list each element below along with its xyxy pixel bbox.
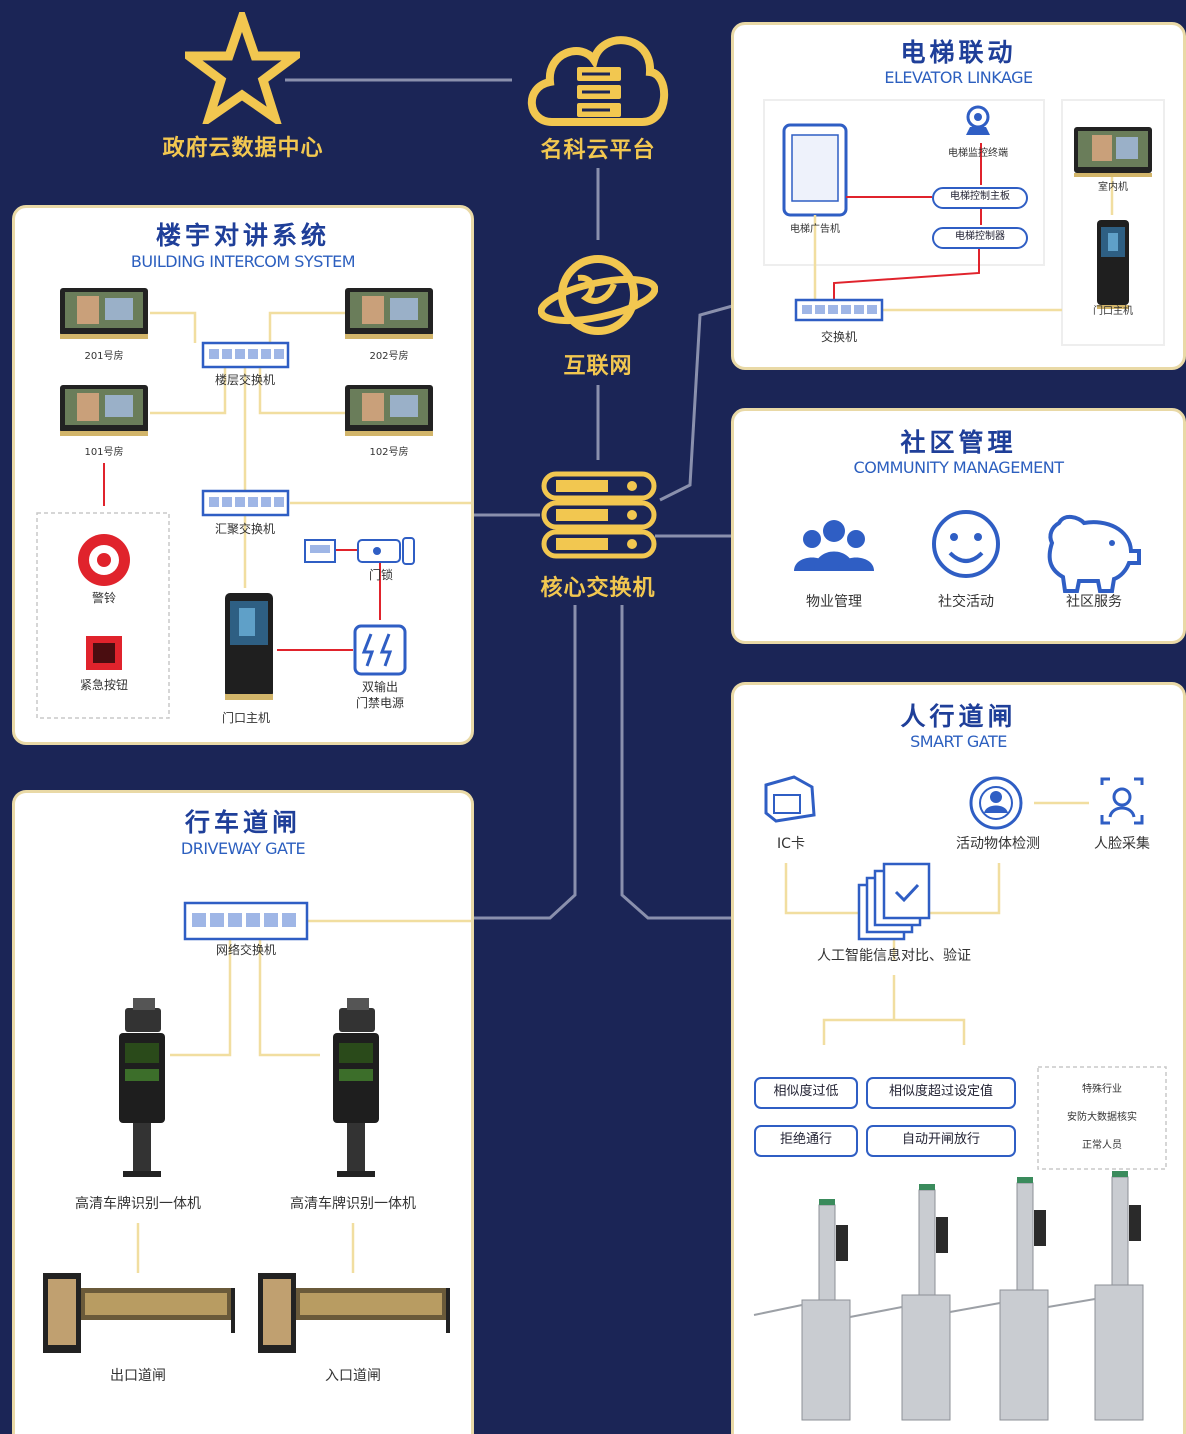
- ai-verify-label: 人工智能信息对比、验证: [817, 948, 971, 964]
- floor-switch-label: 楼层交换机: [214, 373, 276, 387]
- lock-label: 门锁: [368, 568, 394, 582]
- room-202-label: 202号房: [369, 351, 409, 362]
- lpr-right-label: 高清车牌识别一体机: [290, 1196, 416, 1212]
- elevator-controller: 电梯控制器: [932, 227, 1028, 249]
- elevator-panel: 电梯联动 ELEVATOR LINKAGE: [731, 22, 1186, 370]
- ic-card-label: IC卡: [777, 836, 805, 852]
- smart-gate-subtitle: SMART GATE: [910, 732, 1007, 751]
- elevator-camera-label: 电梯监控终端: [948, 148, 1008, 159]
- elevator-title: 电梯联动: [900, 38, 1017, 67]
- community-title: 社区管理: [900, 428, 1017, 457]
- elevator-door-host-label: 门口主机: [1093, 306, 1133, 317]
- community-item-service: 社区服务: [1066, 594, 1122, 610]
- smart-gate-title: 人行道闸: [900, 702, 1017, 731]
- note-normal-personnel: 正常人员: [1082, 1140, 1122, 1151]
- room-102-label: 102号房: [369, 447, 409, 458]
- community-panel: 社区管理 COMMUNITY MANAGEMENT 物业管理 社交活动 社区服务: [731, 408, 1186, 644]
- core-switch-icon: [541, 471, 657, 559]
- driveway-subtitle: DRIVEWAY GATE: [180, 839, 306, 858]
- room-101-label: 101号房: [84, 447, 124, 458]
- liveness-label: 活动物体检测: [956, 836, 1040, 852]
- note-special-industry: 特殊行业: [1082, 1084, 1122, 1095]
- internet-label: 互联网: [563, 354, 633, 379]
- gov-cloud-label: 政府云数据中心: [162, 136, 324, 161]
- cloud-server-icon: [527, 36, 668, 126]
- driveway-panel: 行车道闸 DRIVEWAY GATE: [12, 790, 474, 1434]
- exit-gate-label: 出口道闸: [110, 1368, 166, 1384]
- alarm-label: 警铃: [91, 591, 117, 605]
- reject-box: 拒绝通行: [754, 1125, 858, 1157]
- star-icon: [185, 12, 300, 124]
- core-switch-label: 核心交换机: [540, 576, 656, 601]
- smart-gate-diagram: [753, 775, 1167, 1421]
- globe-icon: [538, 255, 658, 335]
- power-label-line2: 门禁电源: [355, 696, 405, 710]
- intercom-title: 楼宇对讲系统: [155, 221, 330, 250]
- door-host-label: 门口主机: [221, 711, 271, 725]
- driveway-switch-label: 网络交换机: [215, 943, 277, 957]
- elevator-ad-label: 电梯广告机: [790, 224, 840, 235]
- elevator-switch-label: 交换机: [820, 330, 858, 344]
- lpr-left-label: 高清车牌识别一体机: [75, 1196, 201, 1212]
- face-capture-label: 人脸采集: [1094, 836, 1150, 852]
- agg-switch-label: 汇聚交换机: [214, 522, 276, 536]
- high-similarity-box: 相似度超过设定值: [866, 1077, 1016, 1109]
- smart-gate-panel: 人行道闸 SMART GATE: [731, 682, 1186, 1434]
- driveway-diagram: [43, 901, 471, 1353]
- community-item-social: 社交活动: [938, 594, 994, 610]
- cloud-platform-label: 名科云平台: [540, 138, 656, 163]
- elevator-control-board: 电梯控制主板: [932, 187, 1028, 209]
- community-subtitle: COMMUNITY MANAGEMENT: [853, 458, 1064, 477]
- power-label-line1: 双输出: [361, 680, 399, 694]
- intercom-subtitle: BUILDING INTERCOM SYSTEM: [130, 252, 356, 271]
- community-icons: [794, 510, 1141, 593]
- elevator-indoor-label: 室内机: [1098, 182, 1128, 193]
- intercom-panel: 楼宇对讲系统 BUILDING INTERCOM SYSTEM: [12, 205, 474, 745]
- entry-gate-label: 入口道闸: [325, 1368, 381, 1384]
- low-similarity-box: 相似度过低: [754, 1077, 858, 1109]
- emergency-button-label: 紧急按钮: [79, 678, 129, 692]
- elevator-subtitle: ELEVATOR LINKAGE: [884, 68, 1033, 87]
- room-201-label: 201号房: [84, 351, 124, 362]
- community-item-property: 物业管理: [806, 594, 862, 610]
- auto-open-box: 自动开闸放行: [866, 1125, 1016, 1157]
- note-security-bigdata: 安防大数据核实: [1067, 1112, 1137, 1123]
- elevator-diagram: [763, 99, 1165, 346]
- intercom-diagram: [36, 288, 471, 719]
- driveway-title: 行车道闸: [184, 808, 301, 837]
